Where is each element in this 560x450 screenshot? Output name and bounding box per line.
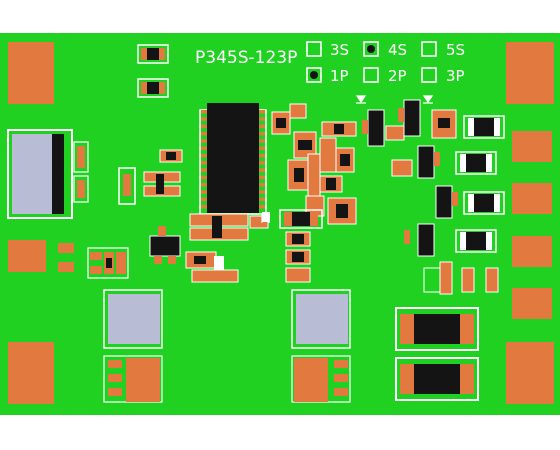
- ic-pin: [201, 117, 207, 121]
- ic-pin: [201, 168, 207, 172]
- ic-pin: [259, 190, 265, 194]
- checkbox-5s: [421, 41, 437, 57]
- checkbox-2p: [363, 67, 379, 83]
- ic-pin: [201, 197, 207, 202]
- ic-pin: [201, 124, 207, 129]
- option-3s-label: 3S: [330, 41, 349, 59]
- checkbox-3s: [306, 41, 322, 57]
- resistor-group-a: [143, 149, 183, 197]
- center-column-parts: [285, 231, 311, 283]
- option-2p-label: 2P: [388, 67, 407, 85]
- mosfet-left: [103, 289, 163, 403]
- ic-pin: [259, 146, 265, 150]
- ic-right-parts: [271, 103, 357, 225]
- left-edge-pads: [8, 42, 54, 404]
- crystal: [118, 167, 136, 205]
- ic-pin: [259, 204, 265, 209]
- option-1p-label: 1P: [330, 67, 349, 85]
- right-resistors: [385, 109, 499, 295]
- left-mid-resistors: [87, 247, 129, 279]
- ic-pin: [201, 131, 207, 136]
- ic-pin: [201, 175, 207, 180]
- board-title: P345S-123P: [195, 48, 297, 68]
- checkbox-1p-dot: [310, 71, 318, 79]
- ic-pin: [259, 110, 265, 114]
- ic-pin: [259, 124, 265, 129]
- ic-pin: [259, 117, 265, 121]
- option-3p-label: 3P: [446, 67, 465, 85]
- usb-side-components: [73, 141, 89, 203]
- transistor-left: [149, 226, 181, 264]
- ic-pin: [201, 139, 207, 143]
- ic-pin: [259, 175, 265, 180]
- mosfet-right: [291, 289, 351, 403]
- top-capacitors: [137, 44, 169, 98]
- ic-bottom-parts: [189, 212, 270, 241]
- diode-symbols: [261, 95, 434, 224]
- checkbox-4s-dot: [367, 45, 375, 53]
- main-ic-pins: [201, 110, 265, 209]
- ic-pin: [259, 197, 265, 202]
- ic-pin: [201, 146, 207, 150]
- ic-pin: [201, 153, 207, 158]
- option-4s-label: 4S: [388, 41, 407, 59]
- ic-pin: [259, 139, 265, 143]
- ic-pin: [201, 161, 207, 165]
- ic-pin: [259, 161, 265, 165]
- ic-pin: [259, 131, 265, 136]
- ic-pin: [201, 183, 207, 187]
- checkbox-4s: [363, 41, 379, 57]
- inductor-bottom: [395, 357, 479, 401]
- inductor-top: [395, 307, 479, 351]
- right-transistors: [362, 99, 458, 257]
- ic-pin: [201, 204, 207, 209]
- right-capacitors: [455, 115, 505, 253]
- center-inductor: [279, 209, 323, 229]
- left-mid-pads: [58, 243, 74, 272]
- right-edge-pads: [506, 42, 554, 404]
- option-5s-label: 5S: [446, 41, 465, 59]
- ic-pin: [259, 168, 265, 172]
- usb-connector: [7, 129, 73, 219]
- checkbox-3p: [421, 67, 437, 83]
- ic-pin: [259, 183, 265, 187]
- checkbox-1p: [306, 67, 322, 83]
- option-checkboxes: [306, 41, 437, 83]
- ic-pin: [259, 153, 265, 158]
- ic-pin: [201, 190, 207, 194]
- ic-pin: [201, 110, 207, 114]
- mid-row-parts: [185, 251, 239, 283]
- main-ic: [199, 103, 267, 215]
